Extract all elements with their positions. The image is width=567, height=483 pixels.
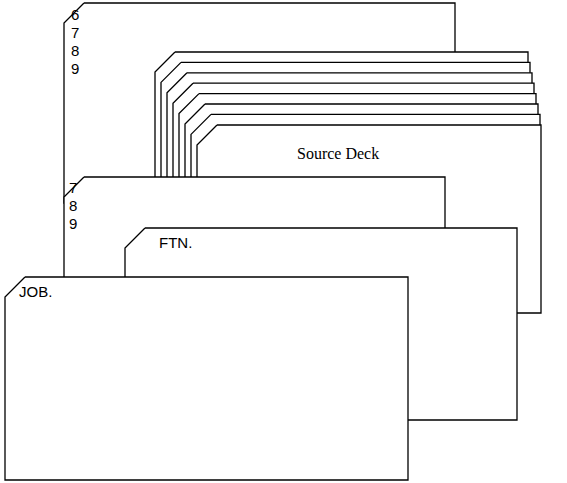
card-shape <box>5 277 408 480</box>
card-label: FTN. <box>159 234 192 252</box>
card-label: Source Deck <box>297 145 379 163</box>
card-label: 7 8 9 <box>69 179 80 233</box>
card-outline <box>5 277 408 480</box>
card-label: JOB. <box>19 283 52 301</box>
card-label: 6 7 8 9 <box>71 6 82 78</box>
control-card: JOB. <box>5 277 408 480</box>
